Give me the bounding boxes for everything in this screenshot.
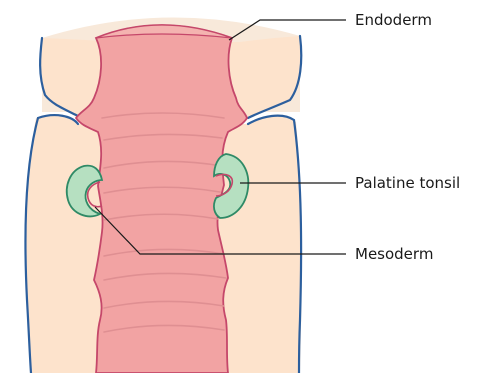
palatine-tonsil-label: Palatine tonsil xyxy=(355,174,460,192)
endoderm-label: Endoderm xyxy=(355,11,432,29)
mesoderm-label: Mesoderm xyxy=(355,245,433,263)
